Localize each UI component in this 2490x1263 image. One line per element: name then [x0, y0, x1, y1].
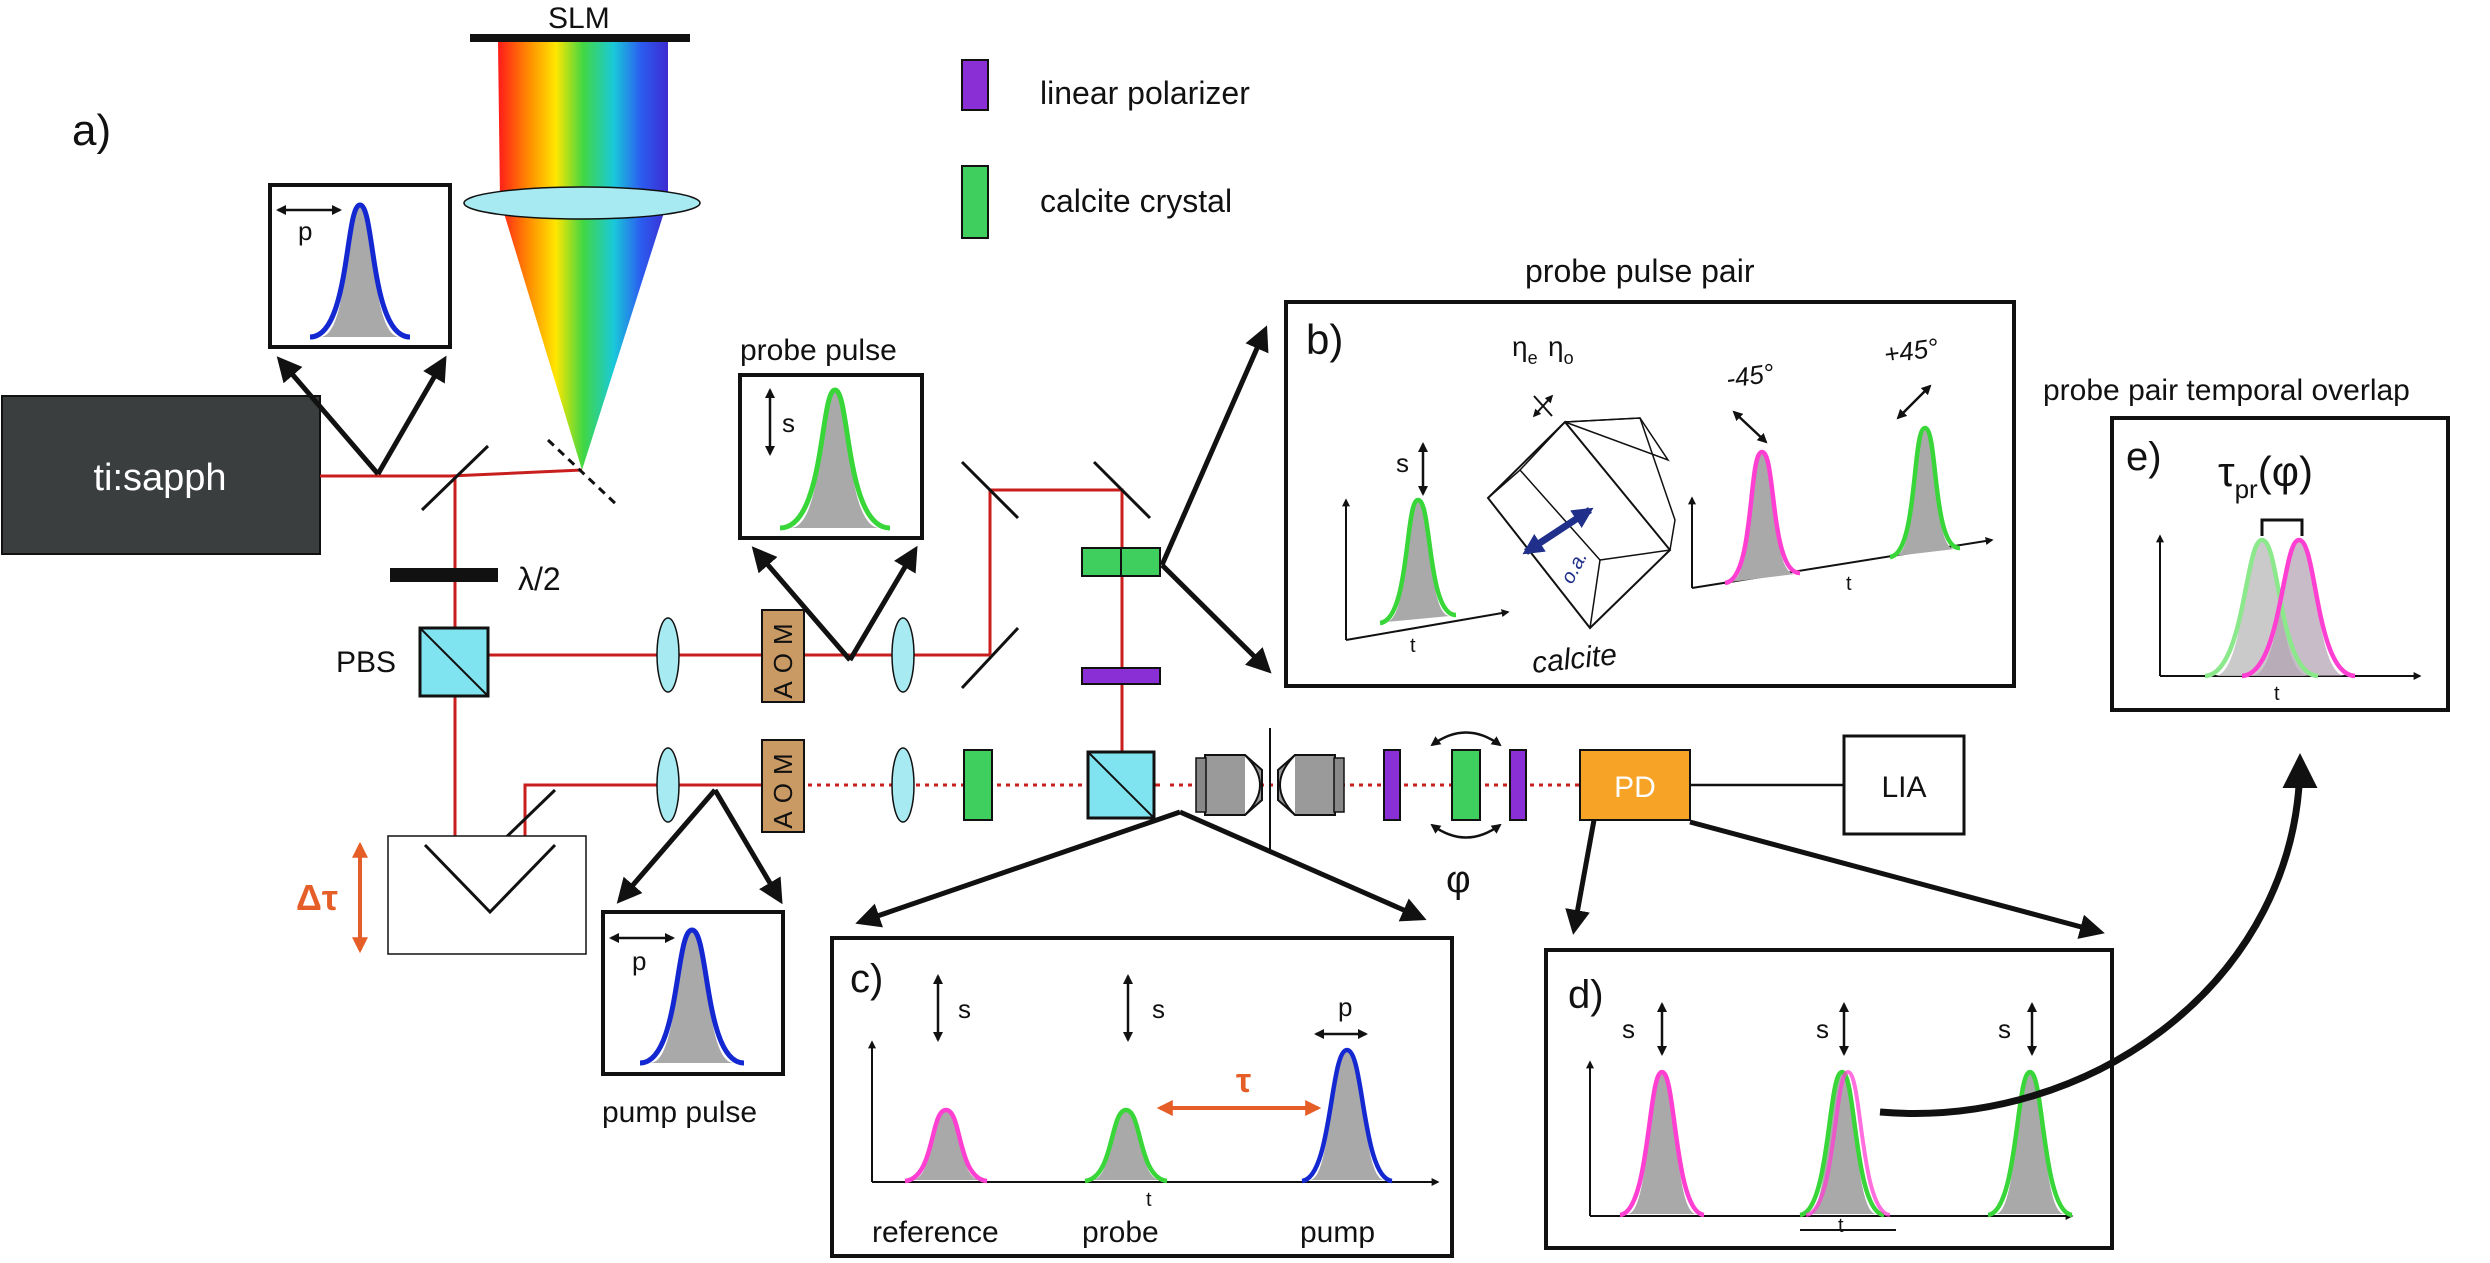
lock-in-amplifier: LIA [1842, 734, 1966, 836]
halfwave-plate [390, 568, 498, 582]
rotation-arrow [1430, 823, 1502, 839]
aom-label: AOM [768, 745, 798, 828]
pd-label: PD [1614, 771, 1656, 804]
panel-d-label: d) [1568, 973, 1604, 1017]
linear-polarizer [1509, 749, 1527, 821]
axis-t-label: t [1838, 1215, 1844, 1237]
panel-e-label: e) [2126, 435, 2162, 479]
pol-s-label: s [1998, 1014, 2011, 1044]
panel-c: c) s s p τ t reference probe pump [830, 936, 1454, 1258]
lia-label: LIA [1881, 771, 1926, 804]
tau-label: τ [1236, 1062, 1251, 1100]
inset-probe-pulse: s [738, 373, 924, 540]
mirrors [420, 438, 1152, 850]
pol-s-label: s [1152, 994, 1165, 1024]
linear-polarizer [1383, 749, 1401, 821]
axis-t-label: t [2274, 683, 2280, 705]
delay-label: Δτ [296, 877, 338, 918]
legend-label-polarizer: linear polarizer [1040, 75, 1250, 111]
probe-pulse-title: probe pulse [740, 334, 897, 367]
inset-laser-pulse: p [268, 183, 452, 349]
eta-o-label: ηo [1548, 331, 1574, 368]
phi-label: φ [1446, 859, 1471, 901]
pol-s-label: s [958, 994, 971, 1024]
mirror [960, 460, 1020, 520]
panel-b: b) s t o.a. ηe ηo calcite [1284, 300, 2016, 688]
reference-label: reference [872, 1216, 999, 1249]
panel-b-label: b) [1306, 316, 1343, 363]
lens [891, 617, 915, 693]
legend-swatch-calcite [961, 165, 989, 239]
slm-label: SLM [548, 2, 610, 35]
combining-beam-splitter [1086, 750, 1156, 820]
axis-t-label: t [1146, 1189, 1152, 1211]
axis-t-label: t [1846, 573, 1852, 595]
pol-s-label: s [782, 408, 795, 438]
halfwave-label: λ/2 [518, 561, 561, 597]
panel-c-label: c) [850, 957, 883, 1001]
inset-pump-pulse: p [601, 910, 785, 1076]
calcite-crystal [963, 749, 993, 821]
lens [656, 747, 680, 823]
pol-s-label: s [1816, 1014, 1829, 1044]
mirror [960, 626, 1020, 690]
mirror [420, 444, 490, 512]
aom-probe: AOM [761, 609, 805, 703]
legend-label-calcite: calcite crystal [1040, 183, 1232, 219]
panel-e: e) τpr(φ) t [2110, 416, 2450, 712]
overlap-arrow [1879, 753, 2318, 1117]
pol-p-label: p [1338, 992, 1352, 1022]
delay-stage [352, 835, 587, 955]
pol-p-label: p [632, 946, 646, 976]
pump-pulse-title: pump pulse [602, 1096, 757, 1129]
mirror [1092, 460, 1152, 520]
probe-pulse-pair-title: probe pulse pair [1525, 253, 1755, 289]
calcite-crystal [1451, 749, 1481, 821]
eta-e-label: ηe [1512, 331, 1538, 368]
aom-pump: AOM [761, 739, 805, 833]
lens [891, 747, 915, 823]
objective-pair [1195, 728, 1345, 850]
legend: linear polarizer calcite crystal [961, 59, 1250, 239]
pump-label: pump [1300, 1216, 1375, 1249]
lens [656, 617, 680, 693]
laser-label: ti:sapph [93, 457, 226, 499]
polarizing-beam-splitter [418, 626, 490, 698]
minus45-label: -45° [1724, 358, 1776, 394]
slm: SLM [463, 2, 701, 470]
pol-s-label: s [1396, 448, 1409, 478]
axis-t-label: t [1410, 635, 1416, 657]
rotation-arrow [1430, 731, 1502, 747]
probe-label: probe [1082, 1216, 1159, 1249]
legend-swatch-polarizer [961, 59, 989, 111]
pol-p-label: p [298, 216, 312, 246]
pol-s-label: s [1622, 1014, 1635, 1044]
photodiode: PD [1579, 749, 1691, 821]
aom-label: AOM [768, 615, 798, 698]
panel-a-label: a) [72, 106, 111, 155]
pbs-label: PBS [336, 646, 396, 679]
ti-sapph-laser: ti:sapph [1, 395, 321, 555]
slm-lens [463, 186, 701, 220]
linear-polarizer [1081, 667, 1161, 685]
tau-pr-label: τpr(φ) [2218, 448, 2313, 504]
calcite-crystal-drawing [1486, 417, 1676, 630]
slm-mirror [546, 438, 620, 508]
probe-pair-overlap-title: probe pair temporal overlap [2043, 374, 2410, 407]
